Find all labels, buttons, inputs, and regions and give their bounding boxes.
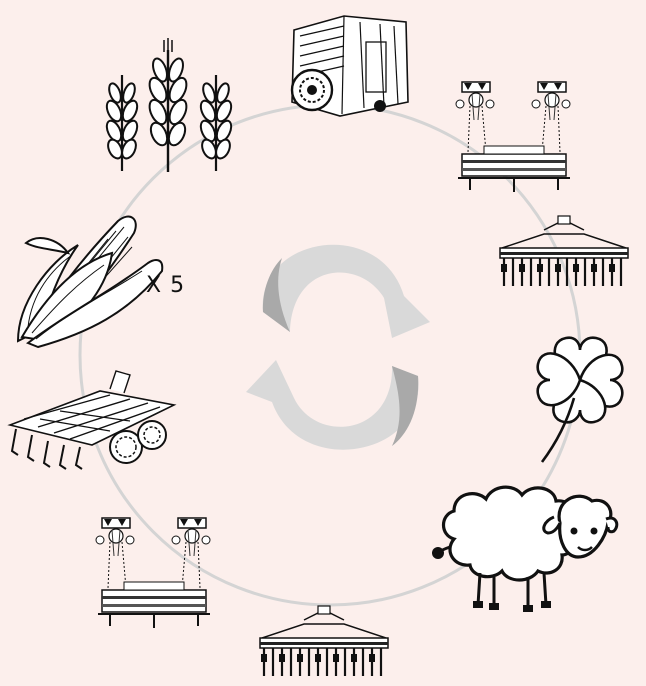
- fertilizer-spreader-icon: [456, 82, 570, 192]
- cultivator-icon: [10, 371, 174, 469]
- seed-drill-icon: [500, 216, 628, 286]
- corn-multiplier-label: X 5: [146, 273, 185, 298]
- clover-icon: [538, 338, 623, 462]
- wheat-icon: [104, 38, 234, 172]
- sheep-icon: [432, 487, 617, 612]
- fertilizer-spreader-icon: [96, 518, 210, 628]
- corn-icon: [18, 217, 162, 347]
- forage-harvester-icon: [292, 16, 408, 116]
- rotation-arrows-icon: [246, 245, 430, 450]
- seed-drill-icon: [260, 606, 388, 676]
